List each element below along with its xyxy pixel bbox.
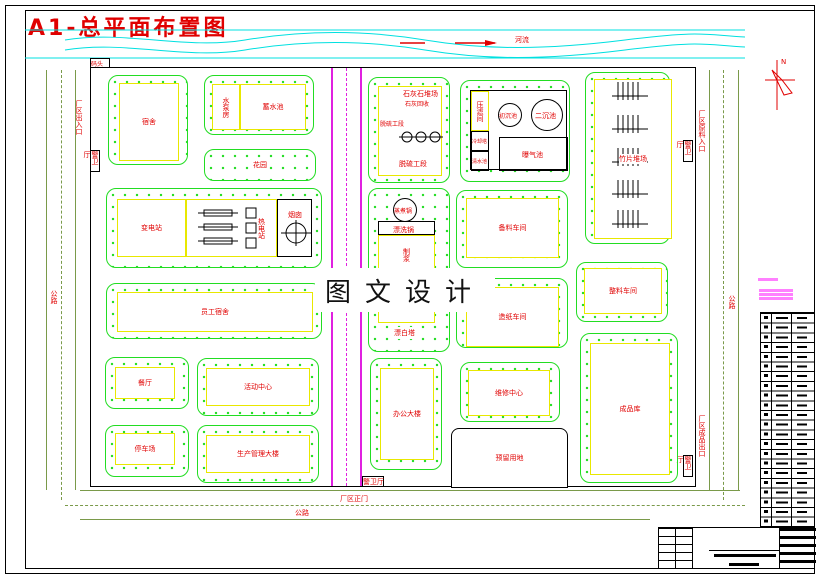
generator-icon <box>197 207 256 249</box>
drawing-title: A1-总平面布置图 <box>28 16 229 41</box>
primary-tank[interactable]: 初沉池 <box>498 103 522 127</box>
cooking-pot[interactable]: 蒸煮锅 <box>393 198 417 222</box>
finishing-workshop[interactable]: 整料车间 <box>584 268 662 314</box>
main-gate-label: 厂区正门 <box>340 495 368 503</box>
product-gate-label: 厂区成品出口 <box>698 415 706 457</box>
river-label: 河流 <box>515 36 529 44</box>
preparation-workshop[interactable]: 备料车间 <box>466 198 559 258</box>
scrubber-icon <box>399 131 443 143</box>
canteen[interactable]: 餐厅 <box>115 367 175 399</box>
desulfurization-area[interactable]: 石灰石堆场 石灰回收 脱硫工段 脱硫工段 <box>378 86 443 176</box>
left-gate-label: 厂区出入口 <box>75 100 83 135</box>
staff-dormitory[interactable]: 员工宿舍 <box>117 292 313 332</box>
road-bottom-label: 公路 <box>295 509 309 517</box>
road-right-edge <box>709 70 710 490</box>
water-reservoir[interactable]: 蓄水池 <box>240 84 306 130</box>
water-pump-house[interactable]: 水泵房 <box>212 84 240 130</box>
office-building[interactable]: 办公大楼 <box>380 368 434 460</box>
bamboo-yard[interactable]: 竹片堆场 <box>594 79 672 239</box>
guard-room-left: 警卫厅 <box>83 150 100 172</box>
press-filter-room[interactable]: 压滤间 <box>471 91 489 131</box>
road-bottom-edge2 <box>80 519 650 520</box>
finished-goods-warehouse[interactable]: 成品库 <box>590 343 670 475</box>
north-label: N <box>781 58 787 66</box>
road-right-label: 公路 <box>728 295 736 309</box>
legend-mark <box>759 289 793 301</box>
road-left-edge2 <box>75 70 76 490</box>
chimney[interactable]: 烟囱 <box>277 199 312 257</box>
garden[interactable]: 花园 <box>204 149 316 181</box>
bleaching-tower[interactable]: 漂白塔 <box>393 327 416 339</box>
repair-center[interactable]: 维修中心 <box>468 370 550 416</box>
road-bottom-edge <box>80 490 740 491</box>
power-station[interactable]: 热电站 <box>186 199 277 257</box>
wastewater-treatment[interactable]: 压滤间 初沉池 二沉池 冷却塔 清水池 曝气池 <box>470 90 568 171</box>
river <box>25 29 745 59</box>
guard-room-bottom: 警卫厅 <box>362 476 384 487</box>
raw-material-gate-label: 厂区原料入口 <box>698 110 706 152</box>
legend-mark <box>758 278 778 281</box>
guard-room-right-upper: 警卫厅 <box>676 140 693 162</box>
legend-table <box>760 312 815 527</box>
title-block <box>658 527 816 569</box>
site-boundary <box>90 67 696 487</box>
cooling-tower[interactable]: 冷却塔 <box>471 131 489 151</box>
road-left-center <box>61 70 62 500</box>
parking-lot[interactable]: 停车场 <box>115 433 175 465</box>
drawing-inner-frame <box>25 10 815 569</box>
clear-water-pool[interactable]: 清水池 <box>471 151 489 171</box>
north-arrow-icon <box>765 60 795 110</box>
road-right-edge2 <box>738 70 739 490</box>
substation[interactable]: 变电站 <box>117 199 186 257</box>
activity-center[interactable]: 活动中心 <box>206 368 310 406</box>
aeration-tank[interactable]: 曝气池 <box>499 137 568 171</box>
road-left-edge <box>46 70 47 490</box>
reserved-land[interactable]: 预留用地 <box>451 428 568 488</box>
watermark: 图文设计 <box>315 268 495 312</box>
guard-room-right-lower: 警卫厅 <box>676 455 693 477</box>
production-management-building[interactable]: 生产管理大楼 <box>206 435 310 473</box>
road-left-label: 公路 <box>50 290 58 304</box>
road-right-center <box>723 70 724 500</box>
bleach-pot[interactable]: 漂洗锅 <box>378 221 435 235</box>
chimney-icon <box>281 220 311 246</box>
dock-label: 码头 <box>90 58 110 68</box>
dormitory[interactable]: 宿舍 <box>119 83 179 161</box>
road-bottom-center <box>65 505 745 506</box>
secondary-tank[interactable]: 二沉池 <box>531 99 563 131</box>
